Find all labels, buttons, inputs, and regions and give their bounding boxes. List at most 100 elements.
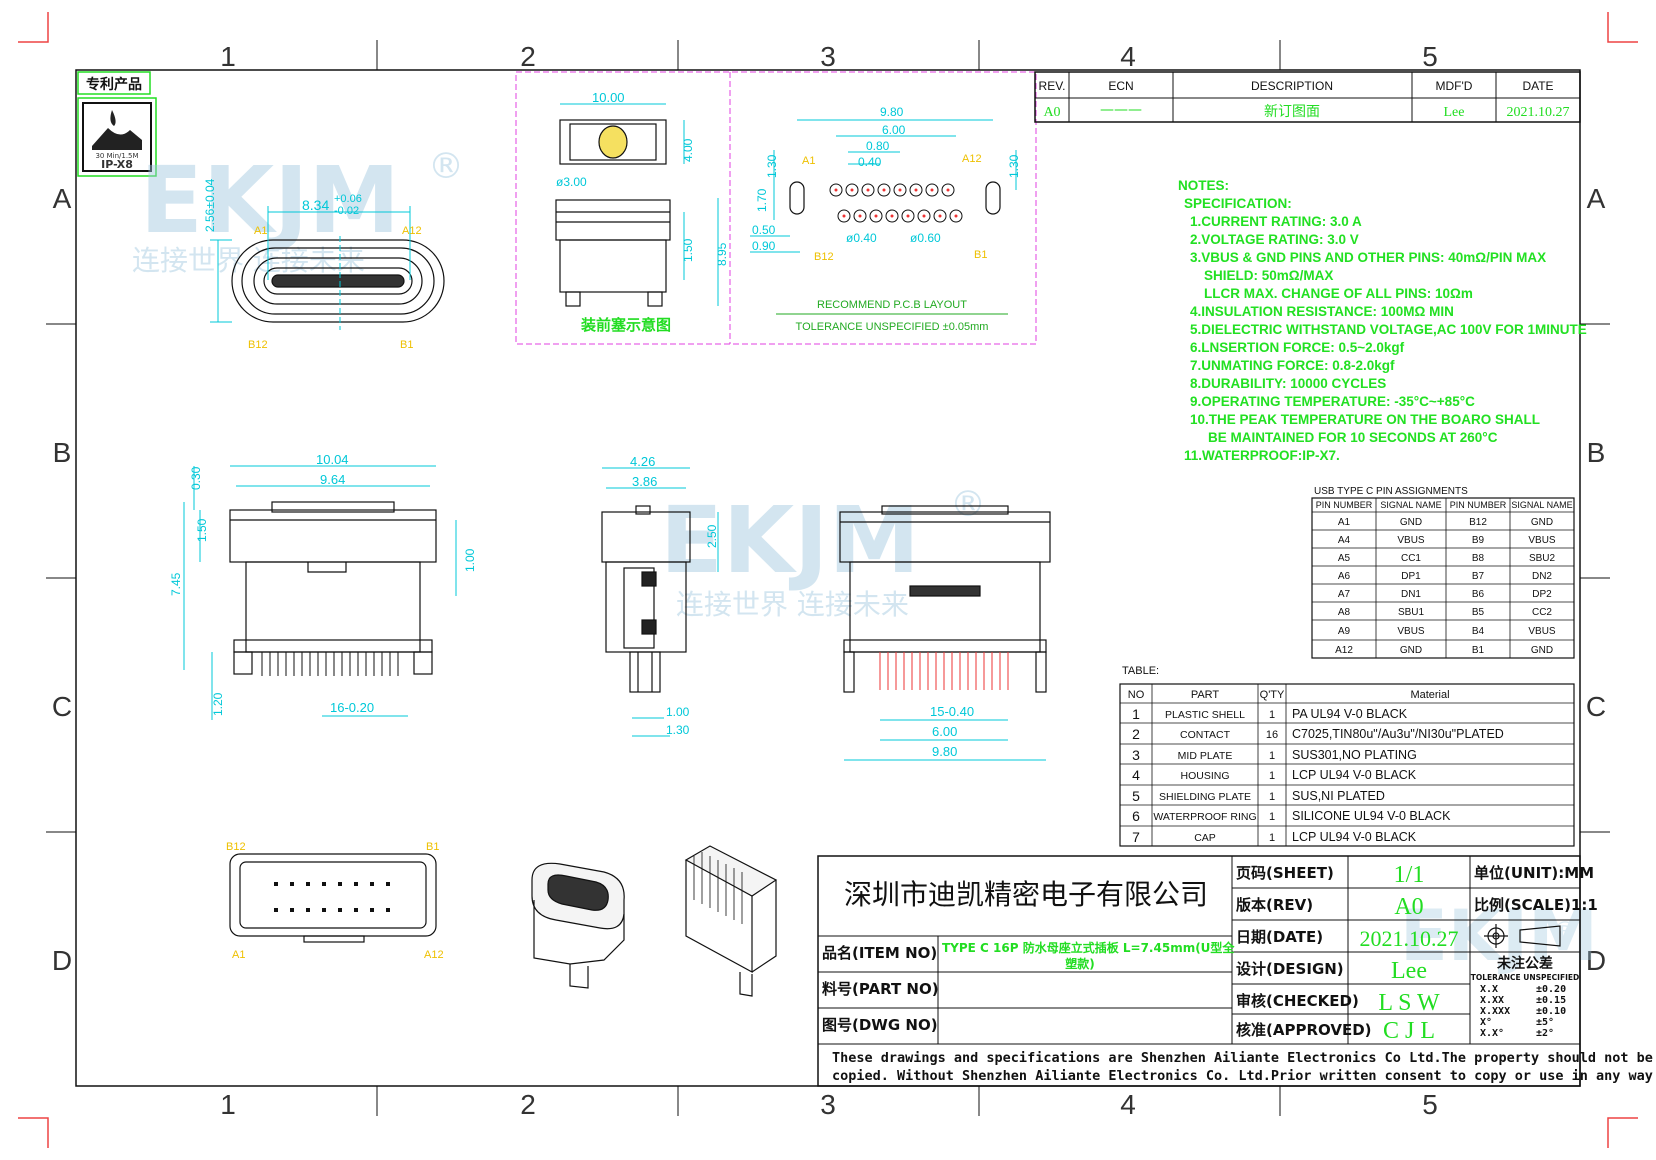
svg-text:5: 5	[1422, 41, 1438, 72]
cap-view	[555, 119, 671, 307]
svg-text:A9: A9	[1338, 626, 1351, 637]
cap-pcb-region	[515, 71, 1037, 345]
side-view-pins	[261, 652, 399, 676]
svg-text:2.50: 2.50	[705, 524, 719, 548]
svg-text:copied. Without Shenzhen Ailia: copied. Without Shenzhen Ailiante Electr…	[832, 1068, 1653, 1084]
svg-text:1: 1	[1269, 791, 1275, 803]
svg-text:1.30: 1.30	[765, 154, 779, 178]
svg-text:版本(REV): 版本(REV)	[1236, 896, 1313, 914]
svg-text:专利产品: 专利产品	[86, 76, 142, 93]
front-view-dims	[210, 206, 411, 330]
svg-text:4.26: 4.26	[630, 454, 655, 469]
svg-text:1: 1	[220, 41, 236, 72]
svg-text:DATE: DATE	[1522, 79, 1553, 93]
material-table: TABLE: NO PART Q'TY Material 1 2 3 4	[1119, 665, 1575, 847]
svg-text:C J L: C J L	[1383, 1018, 1435, 1044]
svg-text:16-0.20: 16-0.20	[330, 700, 374, 715]
svg-text:X°: X°	[1480, 1017, 1492, 1028]
svg-text:DP1: DP1	[1401, 571, 1421, 582]
svg-text:B4: B4	[1472, 626, 1485, 637]
isometric-view-1	[531, 862, 625, 989]
svg-text:2: 2	[520, 1089, 536, 1120]
side-view-dims	[183, 465, 457, 720]
watermark-top-left: EKJM ® 连接世界 连接未来	[132, 146, 464, 277]
svg-text:7: 7	[1132, 829, 1140, 845]
svg-text:TOLERANCE UNSPECIFIED: TOLERANCE UNSPECIFIED	[1471, 973, 1579, 982]
svg-text:B6: B6	[1472, 589, 1485, 600]
svg-text:B9: B9	[1472, 535, 1485, 546]
svg-text:8.95: 8.95	[715, 242, 729, 266]
svg-text:C: C	[52, 691, 72, 722]
svg-text:6.LNSERTION FORCE: 0.5~2.0kgf: 6.LNSERTION FORCE: 0.5~2.0kgf	[1190, 340, 1405, 355]
svg-text:6: 6	[1132, 808, 1140, 824]
svg-text:单位(UNIT):MM: 单位(UNIT):MM	[1474, 864, 1594, 882]
svg-text:2: 2	[520, 41, 536, 72]
svg-text:1/1: 1/1	[1394, 862, 1425, 888]
svg-text:B5: B5	[1472, 607, 1485, 618]
svg-text:B1: B1	[426, 841, 439, 853]
svg-text:0.40: 0.40	[858, 155, 882, 169]
svg-text:核准(APPROVED): 核准(APPROVED)	[1236, 1021, 1372, 1039]
svg-text:B1: B1	[974, 249, 987, 261]
svg-text:———: ———	[1100, 102, 1142, 118]
svg-text:未注公差: 未注公差	[1497, 955, 1553, 972]
svg-text:LCP UL94 V-0 BLACK: LCP UL94 V-0 BLACK	[1292, 830, 1417, 844]
svg-text:4: 4	[1120, 41, 1136, 72]
svg-text:PLASTIC SHELL: PLASTIC SHELL	[1165, 709, 1245, 721]
svg-text:A: A	[53, 183, 72, 214]
svg-text:Lee: Lee	[1391, 958, 1427, 984]
svg-text:LLCR MAX. CHANGE OF ALL PINS:: LLCR MAX. CHANGE OF ALL PINS: 10Ωm	[1204, 286, 1473, 301]
narrow-side-view	[601, 505, 691, 693]
side-view	[229, 501, 437, 675]
projection-symbol-icon	[1484, 924, 1561, 948]
patent-badge: 专利产品 30 Min/1.5M IP-X8	[77, 71, 157, 177]
svg-text:A1: A1	[254, 225, 267, 237]
svg-text:GND: GND	[1400, 645, 1422, 656]
svg-text:®: ®	[1552, 917, 1578, 947]
svg-text:SHIELDING PLATE: SHIELDING PLATE	[1159, 791, 1251, 803]
svg-text:IP-X8: IP-X8	[101, 158, 133, 171]
svg-text:1.00: 1.00	[463, 548, 477, 572]
svg-text:NO: NO	[1128, 689, 1145, 701]
svg-text:-0.02: -0.02	[334, 205, 359, 217]
svg-text:SPECIFICATION:: SPECIFICATION:	[1184, 196, 1292, 211]
revision-table: REV. ECN DESCRIPTION MDF'D DATE A0 ——— 新…	[1034, 71, 1581, 123]
svg-text:A4: A4	[1338, 535, 1351, 546]
svg-text:设计(DESIGN): 设计(DESIGN)	[1236, 960, 1344, 978]
svg-text:PIN NUMBER: PIN NUMBER	[1450, 500, 1507, 510]
svg-text:X.X: X.X	[1480, 984, 1498, 995]
svg-text:TYPE C 16P 防水母座立式插板 L=7.45mm(U: TYPE C 16P 防水母座立式插板 L=7.45mm(U型全	[942, 940, 1235, 955]
svg-text:页码(SHEET): 页码(SHEET)	[1236, 864, 1334, 882]
svg-text:15-0.40: 15-0.40	[930, 704, 974, 719]
svg-text:1.50: 1.50	[195, 518, 209, 542]
svg-text:SBU2: SBU2	[1529, 553, 1556, 564]
svg-text:A12: A12	[1335, 645, 1353, 656]
svg-text:ECN: ECN	[1108, 79, 1133, 93]
narrow-side-view-dims	[602, 467, 719, 737]
svg-text:料号(PART NO): 料号(PART NO)	[822, 980, 939, 998]
svg-text:4.INSULATION RESISTANCE: 100M: 4.INSULATION RESISTANCE: 100MΩ MIN	[1190, 304, 1454, 319]
svg-text:7.45: 7.45	[169, 572, 183, 596]
svg-text:MID PLATE: MID PLATE	[1178, 750, 1233, 762]
pin-assignment-table: USB TYPE C PIN ASSIGNMENTS PIN NUMBER SI…	[1311, 486, 1575, 659]
svg-text:A7: A7	[1338, 589, 1351, 600]
svg-text:11.WATERPROOF:IP-X7.: 11.WATERPROOF:IP-X7.	[1184, 448, 1340, 463]
svg-text:0.80: 0.80	[866, 139, 890, 153]
svg-text:B8: B8	[1472, 553, 1485, 564]
svg-text:9.OPERATING TEMPERATURE: -35°C: 9.OPERATING TEMPERATURE: -35°C~+85°C	[1190, 394, 1475, 409]
svg-text:1: 1	[1132, 706, 1140, 722]
svg-text:装前塞示意图: 装前塞示意图	[580, 316, 671, 334]
bottom-view	[229, 853, 437, 943]
svg-text:±0.20: ±0.20	[1536, 984, 1566, 995]
svg-text:SILICONE UL94 V-0 BLACK: SILICONE UL94 V-0 BLACK	[1292, 809, 1451, 823]
svg-text:9.80: 9.80	[932, 744, 957, 759]
pcb-layout-view: 9.80 6.00 0.80 0.40 1.30 1.70 0.50 0.90 …	[750, 105, 1021, 333]
svg-text:塑款): 塑款)	[1065, 956, 1095, 971]
svg-text:A: A	[1587, 183, 1606, 214]
svg-text:B1: B1	[400, 339, 413, 351]
rear-view-dims	[844, 719, 1046, 761]
svg-text:TOLERANCE UNSPECIFIED ±0.05mm: TOLERANCE UNSPECIFIED ±0.05mm	[796, 321, 989, 333]
svg-text:A1: A1	[802, 155, 815, 167]
svg-text:NOTES:: NOTES:	[1178, 178, 1229, 193]
